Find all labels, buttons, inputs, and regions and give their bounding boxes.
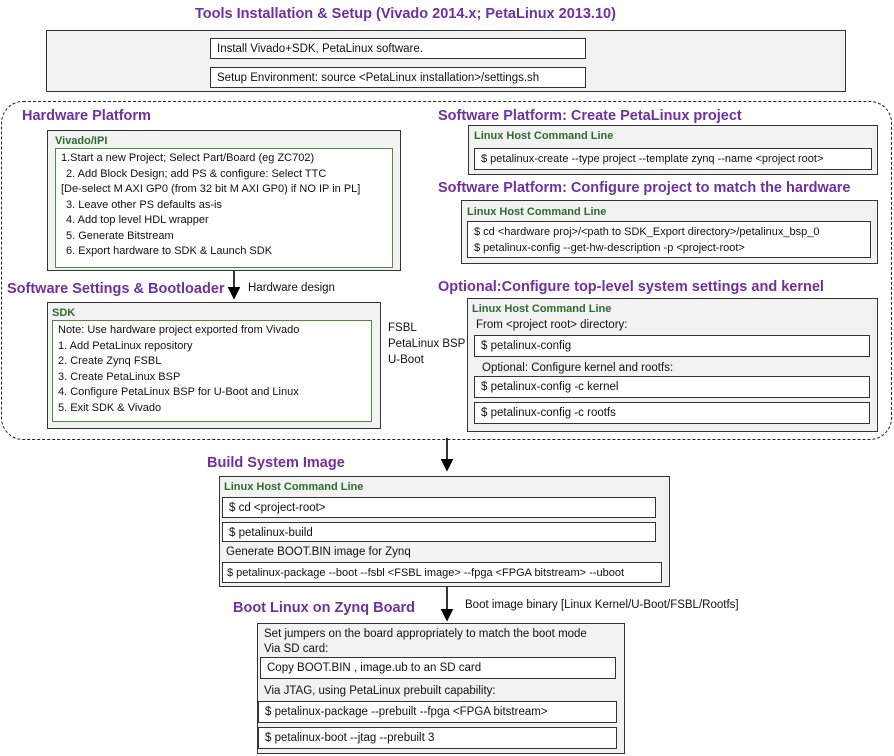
vivado-label: Vivado/IPI — [55, 135, 108, 147]
build-cmd-cd: $ cd <project-root> — [222, 497, 656, 518]
optional-label: Linux Host Command Line — [472, 303, 612, 315]
tools-title: Tools Installation & Setup (Vivado 2014.… — [195, 6, 616, 22]
sdk-steps-box: Note: Use hardware project exported from… — [52, 320, 372, 422]
hardware-step: 1.Start a new Project; Select Part/Board… — [61, 152, 315, 164]
hardware-steps-box: 1.Start a new Project; Select Part/Board… — [55, 148, 393, 268]
install-step: Install Vivado+SDK, PetaLinux software. — [210, 38, 586, 59]
boot-title: Boot Linux on Zynq Board — [233, 600, 416, 616]
hardware-step: 6. Export hardware to SDK & Launch SDK — [66, 245, 273, 257]
configure-cmd-cd: $ cd <hardware proj>/<path to SDK_Export… — [474, 226, 820, 238]
sdk-label: SDK — [52, 307, 76, 319]
sdk-output: FSBL — [388, 322, 417, 334]
hardware-title: Hardware Platform — [22, 108, 151, 124]
hardware-step: [De-select M AXI GP0 (from 32 bit M AXI … — [61, 183, 361, 195]
configure-project-cmds: $ cd <hardware proj>/<path to SDK_Export… — [467, 221, 871, 258]
boot-note-jtag: Via JTAG, using PetaLinux prebuilt capab… — [264, 685, 496, 697]
boot-note-jumpers: Set jumpers on the board appropriately t… — [264, 628, 587, 640]
build-title: Build System Image — [207, 455, 345, 471]
optional-cmd-kernel: $ petalinux-config -c kernel — [474, 376, 870, 398]
configure-project-label: Linux Host Command Line — [467, 206, 607, 218]
configure-project-title: Software Platform: Configure project to … — [438, 180, 851, 196]
hardware-step: 4. Add top level HDL wrapper — [66, 214, 209, 226]
boot-cmd-prebuilt: $ petalinux-package --prebuilt --fpga <F… — [258, 701, 617, 723]
sdk-step: 4. Configure PetaLinux BSP for U-Boot an… — [58, 386, 299, 398]
sdk-output: U-Boot — [388, 354, 424, 366]
optional-note: Optional: Configure kernel and rootfs: — [482, 362, 674, 374]
create-project-label: Linux Host Command Line — [474, 130, 614, 142]
platform-dashed-region — [1, 101, 892, 440]
build-cmd-build: $ petalinux-build — [222, 522, 656, 542]
boot-note-sd: Via SD card: — [264, 643, 329, 655]
sdk-step: Note: Use hardware project exported from… — [58, 324, 300, 336]
optional-cmd-rootfs: $ petalinux-config -c rootfs — [474, 402, 870, 424]
create-project-title: Software Platform: Create PetaLinux proj… — [438, 108, 742, 124]
optional-title: Optional:Configure top-level system sett… — [438, 279, 824, 295]
sdk-output: PetaLinux BSP — [388, 338, 466, 350]
software-settings-title: Software Settings & Bootloader — [7, 281, 225, 297]
hardware-step: 2. Add Block Design; add PS & configure:… — [66, 167, 327, 180]
sdk-step: 1. Add PetaLinux repository — [58, 339, 193, 352]
optional-cmd-config: $ petalinux-config — [474, 335, 870, 357]
build-cmd-package: $ petalinux-package --boot --fsbl <FSBL … — [222, 562, 662, 583]
sdk-step: 3. Create PetaLinux BSP — [58, 370, 181, 383]
create-project-cmd: $ petalinux-create --type project --temp… — [474, 148, 872, 170]
configure-cmd-hw: $ petalinux-config --get-hw-description … — [474, 242, 745, 254]
sdk-step: 5. Exit SDK & Vivado — [58, 401, 162, 414]
boot-image-label: Boot image binary [Linux Kernel/U-Boot/F… — [465, 599, 739, 611]
boot-cmd-jtag: $ petalinux-boot --jtag --prebuilt 3 — [258, 727, 617, 749]
hardware-step: 5. Generate Bitstream — [66, 229, 174, 242]
sdk-step: 2. Create Zynq FSBL — [58, 355, 162, 367]
boot-cmd-copy: Copy BOOT.BIN , image.ub to an SD card — [260, 657, 616, 679]
build-note: Generate BOOT.BIN image for Zynq — [226, 546, 411, 558]
hardware-step: 3. Leave other PS defaults as-is — [66, 198, 222, 211]
hardware-design-label: Hardware design — [248, 282, 335, 294]
setup-env-step: Setup Environment: source <PetaLinux ins… — [210, 67, 586, 88]
optional-from-dir: From <project root> directory: — [476, 319, 628, 331]
build-label: Linux Host Command Line — [224, 481, 364, 493]
